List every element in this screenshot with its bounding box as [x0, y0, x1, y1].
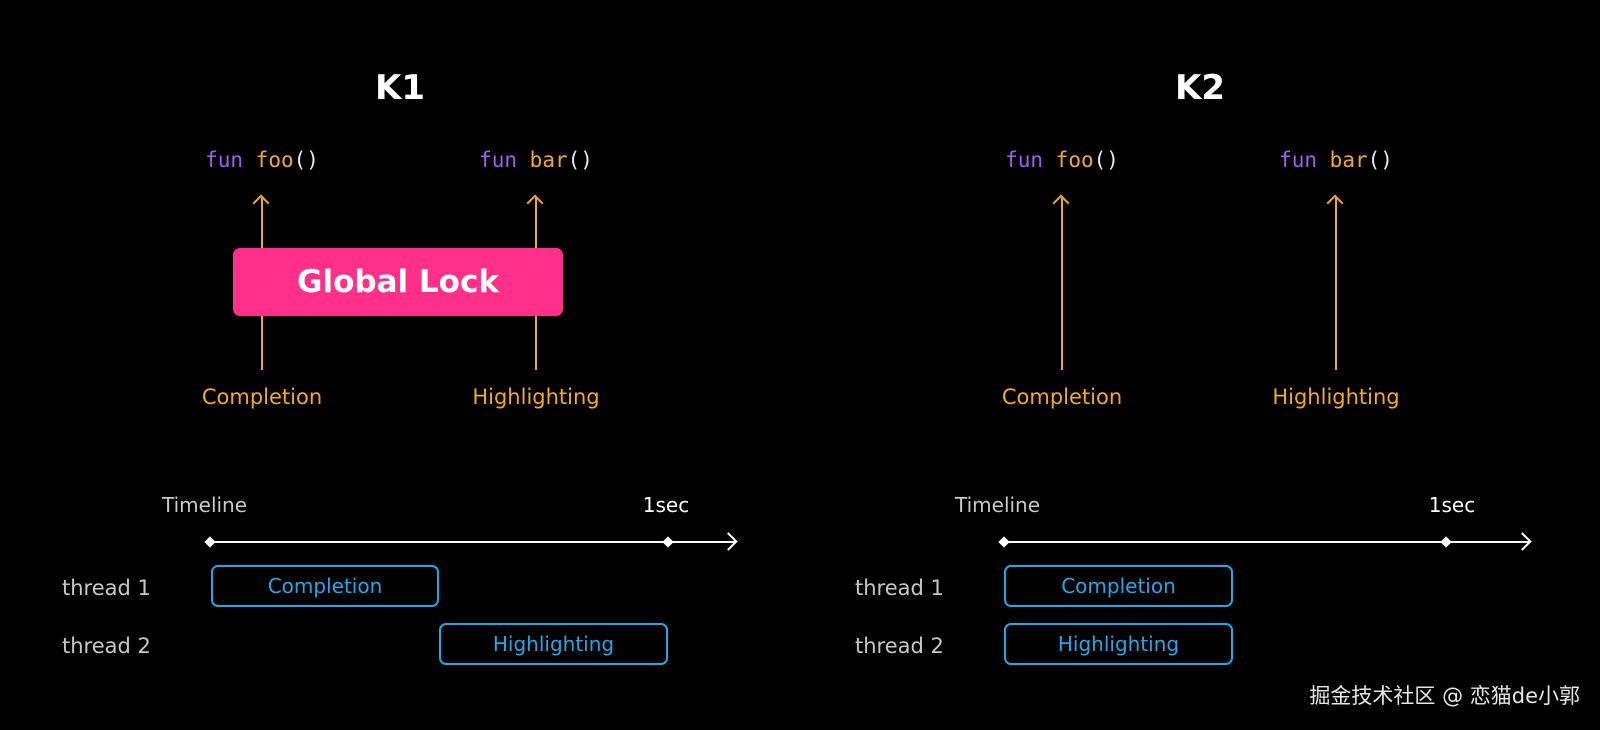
k2-timeline-1sec-marker — [1440, 536, 1452, 548]
k2-thread-1-task: Completion — [1004, 565, 1233, 607]
k1-timeline-label: Timeline — [162, 493, 248, 517]
watermark: 掘金技术社区 @ 恋猫de小郭 — [1309, 684, 1580, 708]
k2-func-bar: fun bar() — [1246, 148, 1426, 172]
k2-timeline-label: Timeline — [955, 493, 1041, 517]
parens: () — [1367, 148, 1393, 172]
function-name: foo — [1055, 148, 1094, 172]
k2-timeline-arrowhead-icon — [1513, 532, 1532, 551]
k2-highlighting-label: Highlighting — [1272, 385, 1400, 409]
k2-highlighting-arrow — [1335, 198, 1337, 370]
k2-timeline-axis — [1004, 541, 1529, 543]
k1-timeline-start-marker — [204, 536, 216, 548]
k2-thread-1-label: thread 1 — [855, 576, 944, 600]
k1-completion-label: Completion — [201, 385, 323, 409]
k1-timeline-arrowhead-icon — [719, 532, 738, 551]
global-lock-box: Global Lock — [233, 248, 563, 316]
k2-title: K2 — [1174, 68, 1225, 108]
k1-thread-2-task: Highlighting — [439, 623, 668, 665]
function-name: bar — [1329, 148, 1368, 172]
k2-thread-2-task: Highlighting — [1004, 623, 1233, 665]
parens: () — [293, 148, 319, 172]
k1-title: K1 — [374, 68, 425, 108]
parens: () — [1093, 148, 1119, 172]
keyword: fun — [1279, 148, 1318, 172]
k1-timeline-end-label: 1sec — [642, 493, 690, 517]
keyword: fun — [205, 148, 244, 172]
k1-func-foo: fun foo() — [172, 148, 352, 172]
k2-completion-arrow — [1061, 198, 1063, 370]
k1-timeline-1sec-marker — [662, 536, 674, 548]
k2-panel: K2 fun foo() fun bar() Completion Highli… — [786, 0, 1586, 730]
function-name: foo — [255, 148, 294, 172]
k1-thread-2-label: thread 2 — [62, 634, 151, 658]
k2-func-foo: fun foo() — [972, 148, 1152, 172]
function-name: bar — [529, 148, 568, 172]
k2-thread-2-label: thread 2 — [855, 634, 944, 658]
parens: () — [567, 148, 593, 172]
k1-highlighting-label: Highlighting — [472, 385, 600, 409]
k1-timeline-axis — [210, 541, 735, 543]
k2-timeline-end-label: 1sec — [1428, 493, 1476, 517]
k1-func-bar: fun bar() — [446, 148, 626, 172]
k1-thread-1-label: thread 1 — [62, 576, 151, 600]
keyword: fun — [479, 148, 518, 172]
k2-completion-label: Completion — [1001, 385, 1123, 409]
k1-thread-1-task: Completion — [211, 565, 439, 607]
keyword: fun — [1005, 148, 1044, 172]
k1-panel: K1 fun foo() fun bar() Global Lock Compl… — [0, 0, 800, 730]
k2-timeline-start-marker — [998, 536, 1010, 548]
